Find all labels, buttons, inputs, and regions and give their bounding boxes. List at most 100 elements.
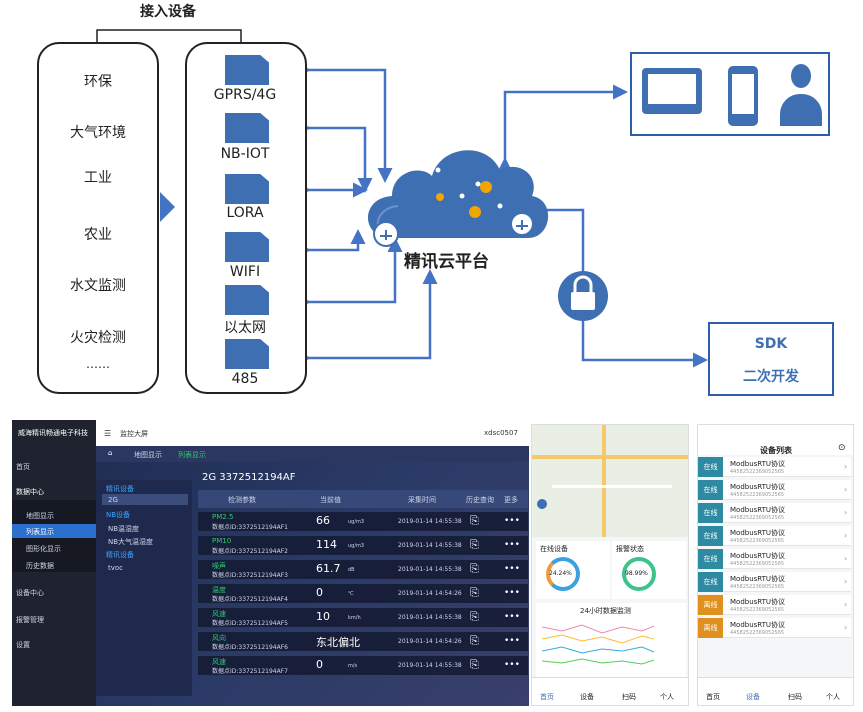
more-icon[interactable]: •••	[504, 612, 520, 622]
map-view[interactable]	[532, 425, 688, 537]
mobile-overview: 在线设备 24.24% 报警状态 98.99% 24小时数据监测 首页 设备 扫…	[531, 424, 689, 706]
param-time: 2019-01-14 14:55:38	[398, 518, 462, 525]
nav-profile[interactable]: 个人	[826, 693, 840, 701]
more-icon[interactable]: •••	[504, 540, 520, 550]
phone-icon	[728, 66, 758, 126]
table-header: 检测参数 当前值 采集时间 历史查询 更多	[198, 490, 528, 508]
device-label: LORA	[226, 205, 264, 221]
history-icon[interactable]: ⎘	[470, 658, 479, 671]
device-label: 以太网	[224, 320, 266, 336]
tree-item[interactable]: NB温湿度	[108, 525, 140, 533]
user-icon	[780, 64, 822, 128]
more-icon[interactable]: •••	[504, 636, 520, 646]
history-icon[interactable]: ⎘	[470, 562, 479, 575]
architecture-diagram: 接入设备 环保 大气环境 工业 农业 水文监测 火灾检测 …… GPRS/4G …	[37, 4, 834, 396]
online-title: 在线设备	[540, 545, 568, 553]
param-id: 数据点ID:3372512194AF4	[212, 596, 288, 603]
menu-graph[interactable]: 图形化显示	[26, 545, 61, 553]
history-icon[interactable]: ⎘	[470, 514, 479, 527]
more-icon[interactable]: •••	[504, 588, 520, 598]
device-label: NB-IOT	[220, 146, 270, 162]
param-name: 噪声	[212, 562, 226, 570]
monitor-icon	[642, 68, 702, 114]
device-tree: 精讯设备 2G NB设备 NB温湿度 NB大气温湿度 精讯设备 tvoc	[96, 480, 192, 696]
device-name: ModbusRTU协议	[730, 506, 786, 514]
device-id: 44582522369052565	[730, 538, 785, 544]
more-icon[interactable]: •••	[504, 564, 520, 574]
more-icon[interactable]: •••	[504, 660, 520, 670]
trend-card: 24小时数据监测	[536, 603, 686, 677]
nav-device[interactable]: 设备	[746, 693, 760, 701]
tree-item[interactable]: 精讯设备	[106, 485, 134, 493]
menu-active-bg	[12, 524, 96, 538]
chevron-right-icon: ›	[844, 577, 848, 586]
close-icon[interactable]: ⊙	[838, 443, 846, 453]
tab-map[interactable]: 地图显示	[134, 451, 162, 459]
nav-scan[interactable]: 扫码	[788, 693, 802, 701]
menu-home[interactable]: 首页	[16, 463, 30, 471]
tree-item[interactable]: 精讯设备	[106, 551, 134, 559]
map-nav-icon[interactable]	[537, 499, 547, 509]
user-menu[interactable]: xdsc0507	[484, 429, 518, 437]
menu-alarm[interactable]: 报警管理	[16, 616, 44, 624]
param-name: PM2.5	[212, 513, 234, 521]
history-icon[interactable]: ⎘	[470, 538, 479, 551]
tree-item[interactable]: NB大气温湿度	[108, 538, 154, 546]
web-dashboard: 威海精讯畅通电子科技 首页 数据中心 地图显示 列表显示 图形化显示 历史数据 …	[12, 420, 529, 706]
history-icon[interactable]: ⎘	[470, 610, 479, 623]
cloud-label: 精讯云平台	[404, 252, 489, 272]
param-time: 2019-01-14 14:55:38	[398, 566, 462, 573]
tree-item[interactable]: 2G	[108, 496, 118, 504]
nav-profile[interactable]: 个人	[660, 693, 674, 701]
tree-item[interactable]: tvoc	[108, 564, 124, 572]
nav-device[interactable]: 设备	[580, 693, 594, 701]
tree-selected-bg	[102, 494, 188, 505]
history-icon[interactable]: ⎘	[470, 634, 479, 647]
device-card-icon	[225, 339, 269, 369]
param-value: 10	[316, 610, 330, 623]
menu-data-center[interactable]: 数据中心	[16, 488, 44, 496]
chevron-right-icon: ›	[844, 508, 848, 517]
menu-toggle-icon[interactable]: ☰	[104, 429, 112, 438]
param-name: 风速	[212, 658, 226, 666]
param-value: 66	[316, 514, 330, 527]
param-unit: m/s	[348, 663, 358, 669]
dashboard-sidebar: 威海精讯畅通电子科技 首页 数据中心 地图显示 列表显示 图形化显示 历史数据 …	[12, 420, 96, 706]
nav-home[interactable]: 首页	[706, 693, 720, 701]
menu-list[interactable]: 列表显示	[26, 528, 54, 536]
col-header: 检测参数	[228, 496, 256, 504]
tab-list[interactable]: 列表显示	[178, 451, 206, 459]
status-badge: 在线	[698, 503, 723, 523]
alarm-title: 报警状态	[616, 545, 644, 553]
param-time: 2019-01-14 14:54:26	[398, 590, 462, 597]
param-time: 2019-01-14 14:54:26	[398, 638, 462, 645]
nav-home[interactable]: 首页	[540, 693, 554, 701]
param-name: PM10	[212, 537, 232, 545]
history-icon[interactable]: ⎘	[470, 586, 479, 599]
menu-settings[interactable]: 设置	[16, 641, 30, 649]
more-icon[interactable]: •••	[504, 516, 520, 526]
home-tab-icon[interactable]: ⌂	[108, 449, 113, 457]
nav-scan[interactable]: 扫码	[622, 693, 636, 701]
menu-map[interactable]: 地图显示	[26, 512, 54, 520]
device-card-icon	[225, 113, 269, 143]
menu-device-center[interactable]: 设备中心	[16, 589, 44, 597]
col-header: 当前值	[320, 496, 341, 504]
tree-item[interactable]: NB设备	[106, 511, 131, 519]
terminals-box	[630, 52, 830, 136]
device-title: 2G 3372512194AF	[202, 472, 296, 483]
diagram-title: 接入设备	[140, 4, 196, 20]
menu-history[interactable]: 历史数据	[26, 562, 54, 570]
